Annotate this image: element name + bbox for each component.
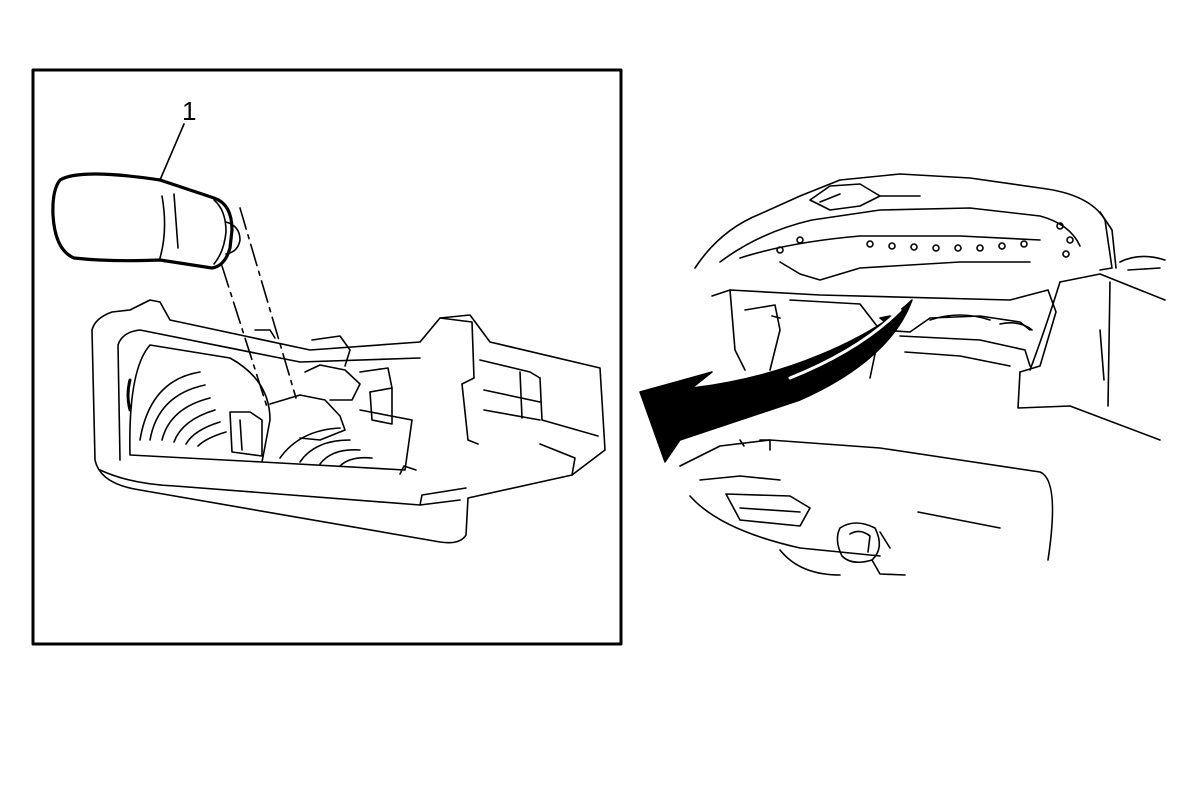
alignment-lines	[221, 207, 297, 411]
lamp-housing	[91, 299, 606, 544]
direction-arrow-highlight	[788, 308, 902, 380]
callout-label-1: 1	[182, 96, 197, 126]
callout-leader-line	[159, 123, 185, 181]
vehicle-rear-view	[679, 173, 1166, 576]
bulb	[51, 172, 241, 270]
lid-holes	[776, 222, 1074, 258]
direction-arrow	[639, 299, 913, 463]
detail-frame	[31, 68, 623, 646]
